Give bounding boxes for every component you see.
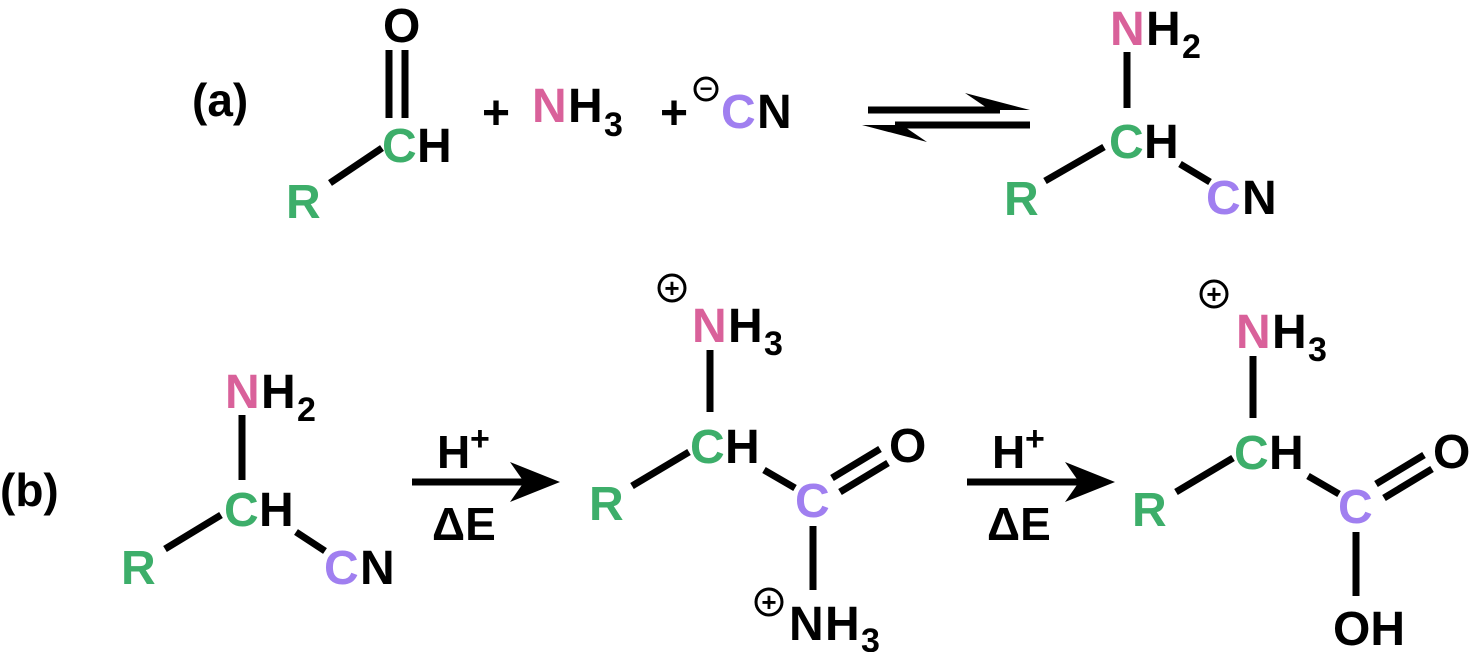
cyanide-charge-circle xyxy=(693,76,719,102)
aldehyde-carbon: C xyxy=(382,120,417,173)
prod-acid-oxygen: O xyxy=(1433,426,1470,479)
product-a-amine-h: H xyxy=(1146,3,1181,56)
aldehyde-r-group: R xyxy=(286,176,321,229)
inter-r-group: R xyxy=(589,478,624,531)
product-a-carbon: C xyxy=(1109,116,1144,169)
product-a-r-group: R xyxy=(1004,173,1039,226)
prod-r-bond xyxy=(1174,454,1235,496)
product-a-amine-n: N xyxy=(1110,3,1145,56)
product-a-amine-subscript: 2 xyxy=(1182,28,1201,66)
prod-ammonium-subscript: 3 xyxy=(1308,331,1327,369)
prod-acid-carbon: C xyxy=(1338,481,1373,534)
prod-ammonium-h: H xyxy=(1272,306,1307,359)
inter-ammonium-n: N xyxy=(692,300,727,353)
reaction-a-label: (a) xyxy=(192,74,248,126)
product-a-nitrile-c: C xyxy=(1206,172,1241,225)
ammonia-subscript: 3 xyxy=(604,106,623,144)
start-r-group: R xyxy=(121,542,156,595)
reaction-arrow-1: H + ΔE xyxy=(412,420,560,550)
prod-hydroxyl: OH xyxy=(1333,603,1405,652)
start-amine-n: N xyxy=(225,366,260,419)
inter-carbonyl-bond-1 xyxy=(830,446,882,481)
plus-sign-2: + xyxy=(660,87,688,140)
aldehyde-r-bond xyxy=(328,145,384,186)
reaction-b: (b) N H 2 C H R C N H + ΔE + N xyxy=(0,273,1470,652)
inter-amide-oxygen: O xyxy=(889,420,926,473)
inter-carbonyl-bond-2 xyxy=(838,460,890,495)
product-a-r-bond xyxy=(1043,143,1106,185)
aldehyde-hydrogen: H xyxy=(417,120,452,173)
cyanide-nitrogen: N xyxy=(757,86,792,139)
prod-carbonyl-bond-1 xyxy=(1374,452,1426,487)
reaction-arrow-2: H + ΔE xyxy=(967,420,1115,550)
product-a-c-cn-bond xyxy=(1178,160,1212,186)
prod-c-acid-bond xyxy=(1306,472,1341,498)
start-amine-h: H xyxy=(261,366,296,419)
inter-hydrogen: H xyxy=(725,421,760,474)
arrow-2-reagent: H xyxy=(992,426,1025,478)
arrow-1-reagent-superscript: + xyxy=(470,420,490,458)
inter-ammonium-subscript: 3 xyxy=(764,325,783,363)
arrow-2-condition: ΔE xyxy=(987,498,1051,550)
start-hydrogen: H xyxy=(259,484,294,537)
start-c-cn-bond xyxy=(294,529,327,554)
start-amine-subscript: 2 xyxy=(297,391,316,429)
inter-nh3-subscript: 3 xyxy=(861,622,880,652)
plus-sign-1: + xyxy=(482,87,510,140)
inter-nh3-h: H xyxy=(825,598,860,651)
ammonia-nitrogen: N xyxy=(532,80,567,133)
prod-r-group: R xyxy=(1132,484,1167,537)
cyanide: − C N xyxy=(693,76,792,139)
prod-ammonium-charge-circle xyxy=(1199,279,1229,309)
ammonia: N H 3 xyxy=(532,80,623,144)
arrow-1-condition: ΔE xyxy=(432,498,496,550)
start-nitrile-n: N xyxy=(360,542,395,595)
equilibrium-arrow xyxy=(862,93,1030,142)
prod-carbon: C xyxy=(1234,427,1269,480)
inter-nh3-charge-circle xyxy=(754,587,784,617)
amino-acid-product: + N H 3 C H R C O OH xyxy=(1132,279,1470,652)
aminonitrile-reactant: N H 2 C H R C N xyxy=(121,366,395,595)
aldehyde: O C H R xyxy=(286,0,452,229)
inter-ammonium-charge: + xyxy=(664,273,679,303)
inter-r-bond xyxy=(630,448,691,490)
arrow-2-reagent-superscript: + xyxy=(1025,420,1045,458)
arrow-1-reagent: H xyxy=(437,426,470,478)
aldehyde-oxygen: O xyxy=(383,0,420,53)
reaction-b-label: (b) xyxy=(0,464,59,516)
prod-carbonyl-bond-2 xyxy=(1382,466,1434,501)
ammonia-hydrogen: H xyxy=(568,80,603,133)
inter-ammonium-h: H xyxy=(728,300,763,353)
inter-ammonium-charge-circle xyxy=(657,273,687,303)
product-a-hydrogen: H xyxy=(1144,116,1179,169)
inter-nh3-charge: + xyxy=(761,587,776,617)
start-carbon: C xyxy=(224,484,259,537)
start-r-bond xyxy=(163,512,223,552)
reaction-a: (a) O C H R + N H 3 + − C N xyxy=(192,0,1277,229)
inter-c-amide-bond xyxy=(762,466,797,492)
inter-amide-carbon: C xyxy=(795,475,830,528)
inter-carbon: C xyxy=(690,421,725,474)
cyanide-charge: − xyxy=(700,76,713,101)
prod-ammonium-charge: + xyxy=(1206,279,1221,309)
product-a-nitrile-n: N xyxy=(1242,172,1277,225)
amide-intermediate: + N H 3 C H R C O + N H 3 xyxy=(589,273,926,652)
inter-nh3-n: N xyxy=(789,598,824,651)
prod-ammonium-n: N xyxy=(1236,306,1271,359)
prod-hydrogen: H xyxy=(1269,427,1304,480)
cyanide-carbon: C xyxy=(721,86,756,139)
aminonitrile-product: N H 2 C H R C N xyxy=(1004,3,1277,226)
start-nitrile-c: C xyxy=(324,542,359,595)
